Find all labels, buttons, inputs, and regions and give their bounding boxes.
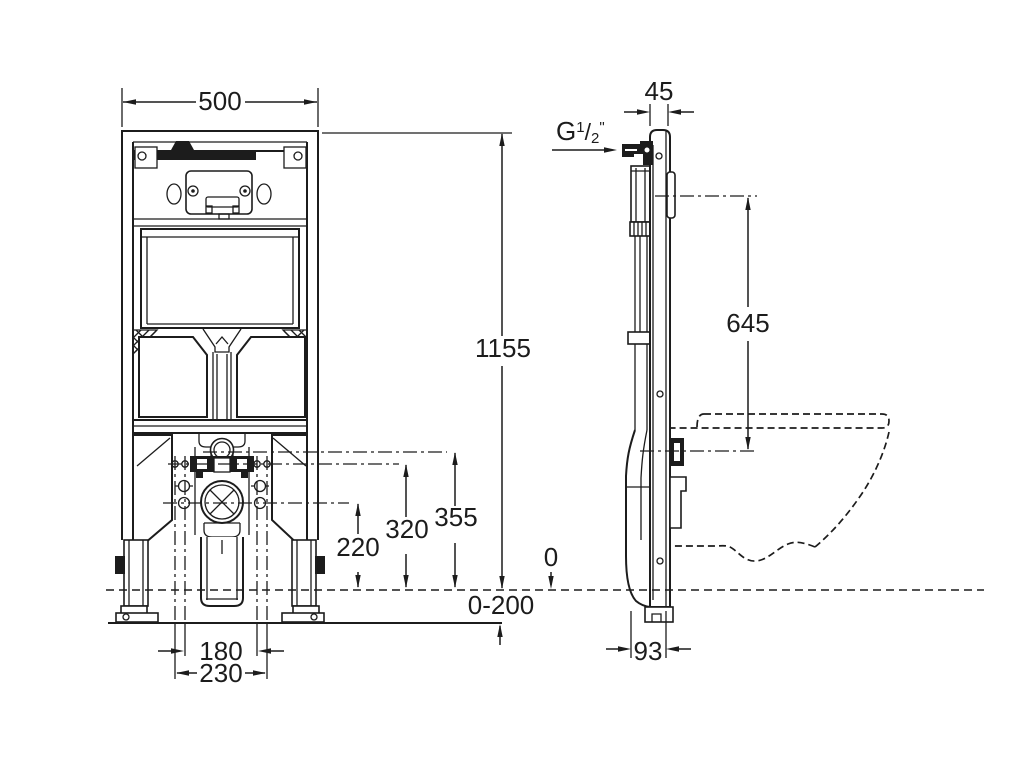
waste-outlet	[200, 480, 244, 607]
arrowhead-icon	[258, 648, 271, 654]
dim-label-645: 645	[726, 308, 769, 338]
dim-label-45: 45	[645, 76, 674, 106]
dim-front-width: 500	[121, 86, 319, 127]
dim-label-0: 0	[544, 542, 558, 572]
arrowhead-icon	[355, 503, 361, 516]
outlet-bracket	[190, 433, 254, 478]
dim-outlet-center: 220	[336, 503, 380, 588]
arrowhead-icon	[745, 437, 751, 450]
side-foot	[644, 606, 674, 623]
dim-frame-height: 1155	[322, 132, 531, 589]
access-panel	[133, 170, 307, 227]
dim-label-355: 355	[434, 502, 477, 532]
dim-label-width: 500	[198, 86, 241, 116]
dim-label-320: 320	[385, 514, 428, 544]
side-centerlines	[640, 195, 757, 452]
arrowhead-icon	[123, 99, 136, 105]
protection-panels	[138, 336, 306, 418]
dim-fixing-mid: 320	[385, 464, 429, 588]
arrowhead-icon	[452, 452, 458, 465]
lower-bracket	[669, 476, 687, 529]
arrowhead-icon	[499, 576, 505, 589]
arrowhead-icon	[618, 646, 631, 652]
arrowhead-icon	[604, 147, 617, 153]
arrowhead-icon	[253, 670, 266, 676]
toilet-pan-outline	[671, 413, 890, 562]
arrowhead-icon	[666, 646, 679, 652]
cistern-tank	[140, 228, 300, 329]
arrowhead-icon	[499, 133, 505, 146]
dim-label-180: 180	[199, 636, 242, 666]
dim-depth: 45	[624, 76, 694, 126]
dim-fixing-top: 355	[434, 452, 478, 588]
front-view: 500 1155 355 320 220	[108, 86, 558, 688]
top-bracket-assembly	[133, 141, 307, 169]
arrowhead-icon	[403, 464, 409, 477]
frame-rail	[649, 129, 671, 608]
dim-inlet-height: 645	[726, 197, 770, 450]
dim-foot-depth: 93	[606, 611, 691, 666]
side-view: 45 G1/2" 645 93	[552, 76, 890, 666]
flush-valve-assembly	[627, 165, 655, 430]
dim-label-230: 230	[199, 658, 242, 688]
adjustable-feet	[115, 539, 325, 623]
pan-fixing-stud	[670, 438, 684, 466]
dim-label-220: 220	[336, 532, 379, 562]
arrowhead-icon	[668, 109, 681, 115]
arrowhead-icon	[452, 575, 458, 588]
arrowhead-icon	[548, 576, 554, 589]
inlet-thread-callout: G1/2"	[552, 116, 617, 153]
flush-funnel	[202, 328, 242, 420]
dim-label-93: 93	[634, 636, 663, 666]
dim-label-height: 1155	[475, 333, 531, 363]
arrowhead-icon	[171, 648, 184, 654]
arrowhead-icon	[355, 575, 361, 588]
arrowhead-icon	[745, 197, 751, 210]
arrowhead-icon	[304, 99, 317, 105]
arrowhead-icon	[176, 670, 189, 676]
arrowhead-icon	[497, 624, 503, 637]
dim-label-0-200: 0-200	[468, 590, 535, 620]
arrowhead-icon	[637, 109, 650, 115]
wall-bracket	[666, 171, 676, 219]
arrowhead-icon	[403, 575, 409, 588]
dim-floor-range: 0-200	[108, 590, 534, 645]
lower-crossbar	[132, 419, 308, 434]
dim-bolts-outer: 230	[176, 658, 266, 688]
dim-bolts-inner: 180	[158, 636, 284, 666]
outlet-bend	[625, 429, 651, 608]
inlet-thread-label: G1/2"	[556, 116, 605, 147]
dim-floor-zero: 0	[544, 542, 558, 589]
inlet-elbow	[622, 141, 653, 165]
